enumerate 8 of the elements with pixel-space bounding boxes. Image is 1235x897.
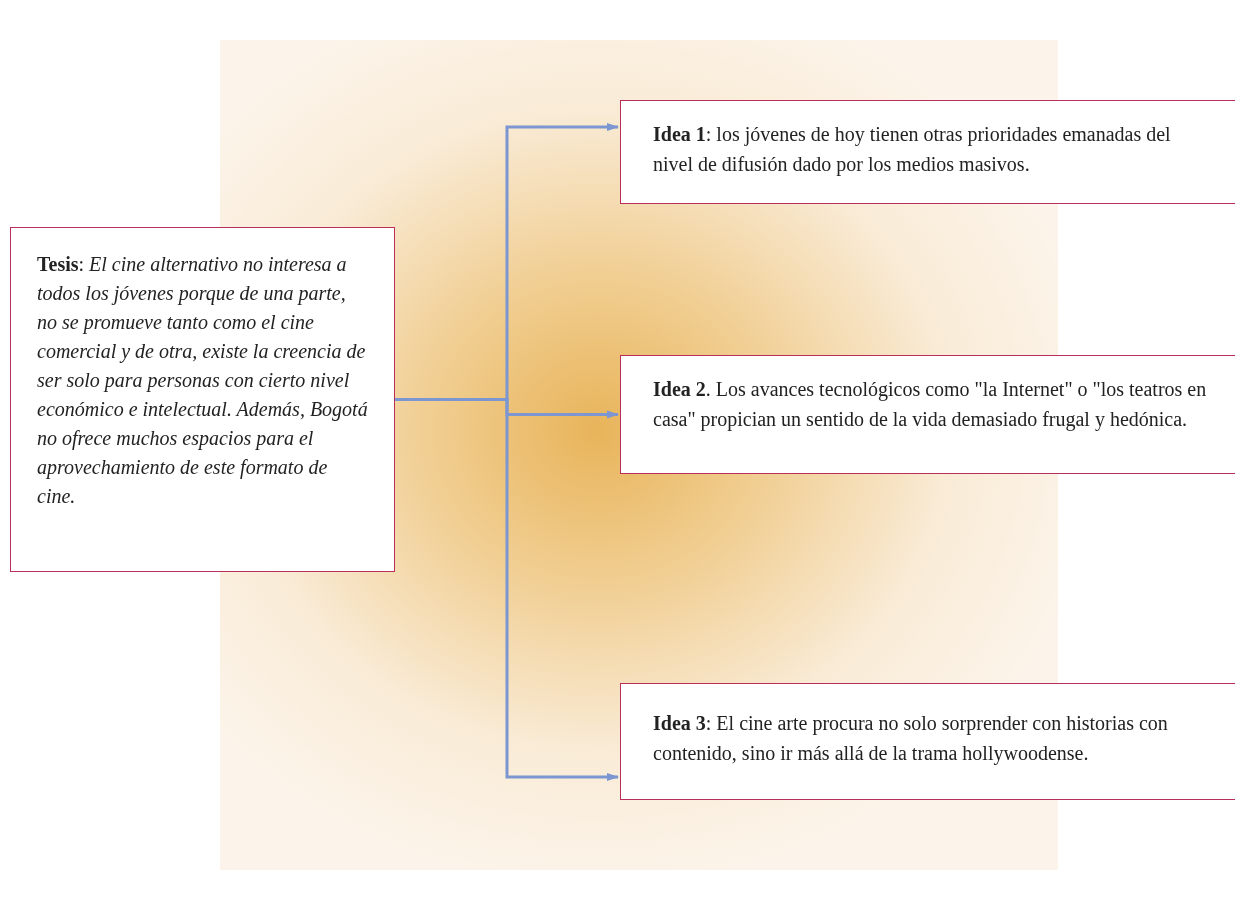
box-text: Idea 1: los jóvenes de hoy tienen otras prioridades emanadas del nivel de difusión dado por los medios masivos. — [653, 122, 1172, 178]
text-box — [620, 355, 1235, 474]
box-text: Idea 2. Los avances tecnológicos como "la Internet" o "los teatros en casa" propician un sentido de la vida demasiado frugal y hedónica. — [653, 377, 1208, 433]
text-box — [10, 227, 395, 572]
box-text: Tesis: El cine alternativo no interesa a todos los jóvenes porque de una parte, no se promueve tanto como el cine comercial y de otra, existe la creencia de ser solo para personas con cierto nivel económico e intelectual. Además, Bogotá no ofrece muchos espacios para el aprovechamiento de este formato de cine. — [37, 252, 368, 509]
text-box — [620, 100, 1235, 204]
text-box — [620, 683, 1235, 800]
box-text: Idea 3: El cine arte procura no solo sorprender con historias con contenido, sino ir más allá de la trama hollywoodense. — [653, 711, 1169, 767]
